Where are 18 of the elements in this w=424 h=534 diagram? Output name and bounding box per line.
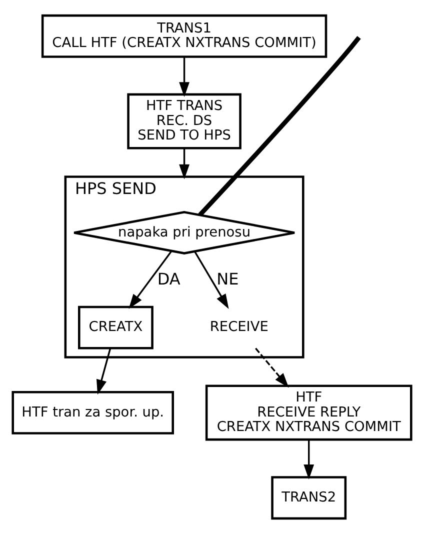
arrow	[128, 250, 172, 309]
edge-label: DA	[157, 269, 180, 288]
node-box: HTF tran za spor. up.	[12, 391, 174, 434]
node-diamond: napaka pri prenosu	[72, 210, 296, 254]
edge-label: NE	[216, 269, 239, 288]
arrow	[96, 348, 112, 395]
connector	[198, 36, 361, 216]
arrow	[179, 148, 190, 180]
node-text: RECEIVE	[210, 319, 268, 336]
node-box: TRANS2	[271, 476, 347, 520]
node-box: TRANS1 CALL HTF (CREATX NXTRANS COMMIT)	[41, 14, 328, 58]
arrow	[194, 251, 229, 309]
arrow	[255, 348, 289, 388]
arrow	[179, 56, 190, 97]
node-box: HTF RECEIVE REPLY CREATX NXTRANS COMMIT	[205, 384, 412, 441]
node-box: HTF TRANS REC. DS SEND TO HPS	[127, 93, 242, 150]
node-box: CREATX	[78, 306, 154, 350]
arrow	[304, 440, 314, 480]
